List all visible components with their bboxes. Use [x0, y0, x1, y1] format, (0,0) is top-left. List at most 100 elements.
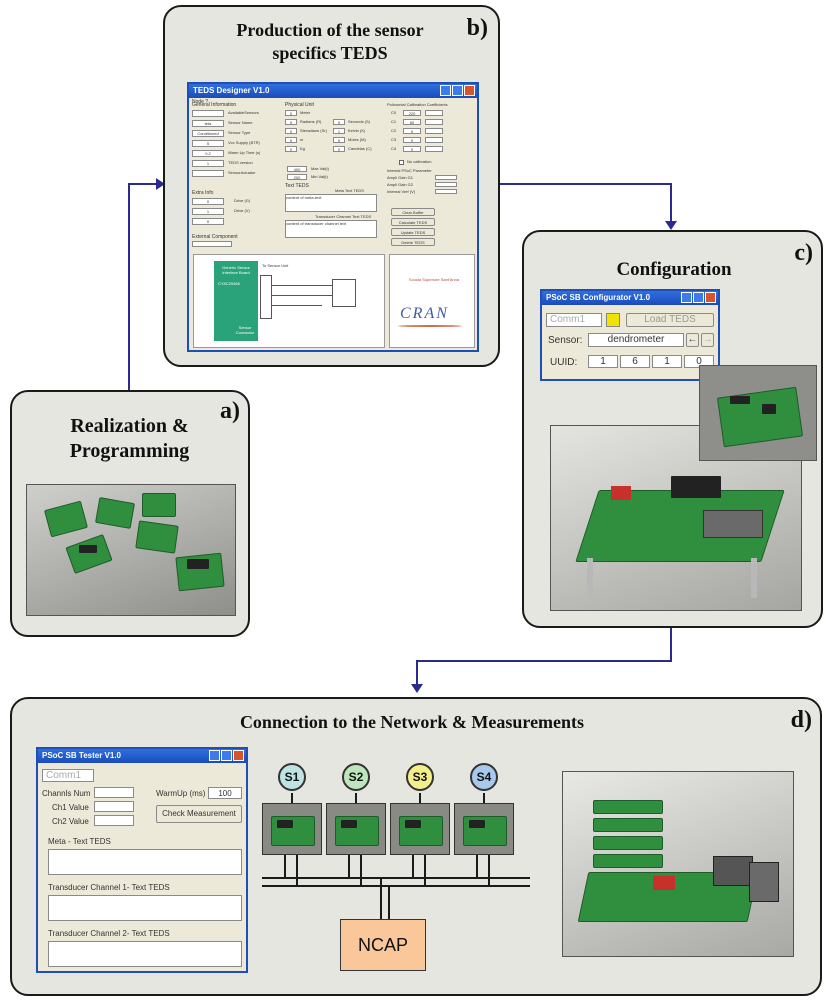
general-field-1[interactable]: teta	[192, 120, 224, 127]
transducer-text-area[interactable]: content of transducer channel text	[285, 220, 377, 238]
general-label-3: Vcc Supply (BTR)	[228, 140, 260, 145]
coeff-extra-field-0[interactable]	[425, 110, 443, 116]
bus-line-bottom	[262, 885, 530, 887]
external-component-field[interactable]	[192, 241, 232, 247]
tc2-text-area[interactable]	[48, 941, 242, 967]
ampli-gain2-label: Ampli Gain G2	[387, 182, 414, 187]
tester-window: PSoC SB Tester V1.0 Comm1 Channls Num Ch…	[36, 747, 248, 973]
coeff-field-0[interactable]: 220	[403, 110, 421, 116]
text-teds-label: Text TEDS	[285, 183, 309, 189]
no-calibration-checkbox[interactable]	[399, 160, 404, 165]
next-sensor-button[interactable]: →	[701, 333, 714, 347]
unit-field-6[interactable]: 1	[333, 128, 345, 134]
schematic-chip-label: CY8C29466	[218, 281, 240, 286]
prev-sensor-button[interactable]: ←	[686, 333, 699, 347]
load-teds-button[interactable]: Load TEDS	[626, 313, 714, 327]
schematic-connector-label: Sensor Connector	[235, 325, 255, 335]
arrow-a-to-b-horizontal	[128, 183, 162, 185]
configurator-title: PSoC SB Configurator V1.0	[546, 293, 651, 302]
panel-configuration: Configuration c) PSoC SB Configurator V1…	[522, 230, 823, 628]
max-value-field[interactable]: 400	[287, 166, 307, 172]
extra-field-2[interactable]: 0	[192, 218, 224, 225]
extra-field-0[interactable]: 0	[192, 198, 224, 205]
board-mounted-photo	[550, 425, 802, 611]
comm-port-select[interactable]: Comm1	[546, 313, 602, 327]
unit-field-7[interactable]: 0	[333, 137, 345, 143]
coeff-field-3[interactable]: 0	[403, 137, 421, 143]
minimize-icon[interactable]	[440, 85, 451, 96]
general-field-2[interactable]: Conditioned	[192, 130, 224, 137]
sensor-badge-1: S1	[278, 763, 306, 791]
general-field-0[interactable]	[192, 110, 224, 117]
calculate-teds-button[interactable]: Calculate TEDS	[391, 218, 435, 226]
warmup-label: WarmUp (ms)	[156, 789, 206, 798]
unit-label-0: Meter	[300, 110, 311, 115]
schematic-diagram: Generic Sensor Interface Board CY8C29466…	[193, 254, 385, 348]
meta-text-area-tester[interactable]	[48, 849, 242, 875]
teds-designer-window: TEDS Designer V1.0 Node ? General Inform…	[187, 82, 479, 352]
ncap-link-1	[380, 877, 382, 919]
coeff-field-1[interactable]: 60	[403, 119, 421, 125]
meta-text-area[interactable]: content of meta-text	[285, 194, 377, 212]
maximize-icon[interactable]	[452, 85, 463, 96]
warmup-field[interactable]: 100	[208, 787, 242, 799]
arrow-c-to-d-vertical	[670, 628, 672, 662]
unit-field-3[interactable]: 0	[285, 137, 297, 143]
unit-field-5[interactable]: 0	[333, 119, 345, 125]
sensor-link-3b	[424, 855, 426, 887]
coeff-extra-field-4[interactable]	[425, 146, 443, 152]
coeff-label-1: C1	[391, 119, 397, 124]
close-icon[interactable]	[233, 750, 244, 761]
unit-label-6: Kelvin (K)	[348, 128, 366, 133]
min-value-field[interactable]: 200	[287, 174, 307, 180]
unit-field-8[interactable]: 0	[333, 146, 345, 152]
panel-d-title: Connection to the Network & Measurements	[239, 712, 585, 732]
unit-field-2[interactable]: 0	[285, 128, 297, 134]
maximize-icon[interactable]	[693, 292, 704, 303]
arrow-b-to-c-vertical	[670, 183, 672, 223]
teds-menu[interactable]: Node ?	[192, 99, 209, 105]
unit-label-1: Radians (R)	[300, 119, 322, 124]
coeff-field-2[interactable]: 0	[403, 128, 421, 134]
clear-buffer-button[interactable]: Clear Buffer	[391, 208, 435, 216]
maximize-icon[interactable]	[221, 750, 232, 761]
status-led	[606, 313, 620, 327]
sensor-board-2	[326, 803, 386, 855]
physical-unit-header: Physical Unit	[285, 102, 314, 108]
coeff-extra-field-2[interactable]	[425, 128, 443, 134]
tc1-text-area[interactable]	[48, 895, 242, 921]
sensor-link-4a	[476, 855, 478, 879]
arrow-a-to-b-vertical	[128, 183, 130, 393]
drive-label-0: Drive (G)	[234, 198, 251, 203]
coeff-extra-field-1[interactable]	[425, 119, 443, 125]
ncap-box: NCAP	[340, 919, 426, 971]
ampli-gain2-field[interactable]	[435, 182, 457, 187]
badge-stem-1	[291, 793, 293, 803]
sensor-field[interactable]: dendrometer	[588, 333, 684, 347]
general-label-2: Sensor Type	[228, 130, 251, 135]
coeff-extra-field-3[interactable]	[425, 137, 443, 143]
uuid-field-1: 1	[588, 355, 618, 368]
sensor-link-1a	[284, 855, 286, 879]
unit-field-4[interactable]: 0	[285, 146, 297, 152]
general-field-6[interactable]	[192, 170, 224, 177]
unit-field-1[interactable]: 0	[285, 119, 297, 125]
close-icon[interactable]	[464, 85, 475, 96]
ampli-gain1-field[interactable]	[435, 175, 457, 180]
unit-field-0[interactable]: 0	[285, 110, 297, 116]
general-field-5[interactable]: 1	[192, 160, 224, 167]
check-measurement-button[interactable]: Check Measurement	[156, 805, 242, 823]
general-field-4[interactable]: 0.2	[192, 150, 224, 157]
extra-field-1[interactable]: 1	[192, 208, 224, 215]
internal-vref-field[interactable]	[435, 189, 457, 194]
update-teds-button[interactable]: Update TEDS	[391, 228, 435, 236]
coeff-field-4[interactable]: 0	[403, 146, 421, 152]
minimize-icon[interactable]	[681, 292, 692, 303]
tester-port-select[interactable]: Comm1	[42, 769, 94, 782]
ncap-label: NCAP	[357, 934, 408, 955]
internal-vref-label: Internal Vref (V)	[387, 189, 416, 194]
delete-teds-button[interactable]: Delete TEDS	[391, 238, 435, 246]
general-field-3[interactable]: 5	[192, 140, 224, 147]
close-icon[interactable]	[705, 292, 716, 303]
minimize-icon[interactable]	[209, 750, 220, 761]
